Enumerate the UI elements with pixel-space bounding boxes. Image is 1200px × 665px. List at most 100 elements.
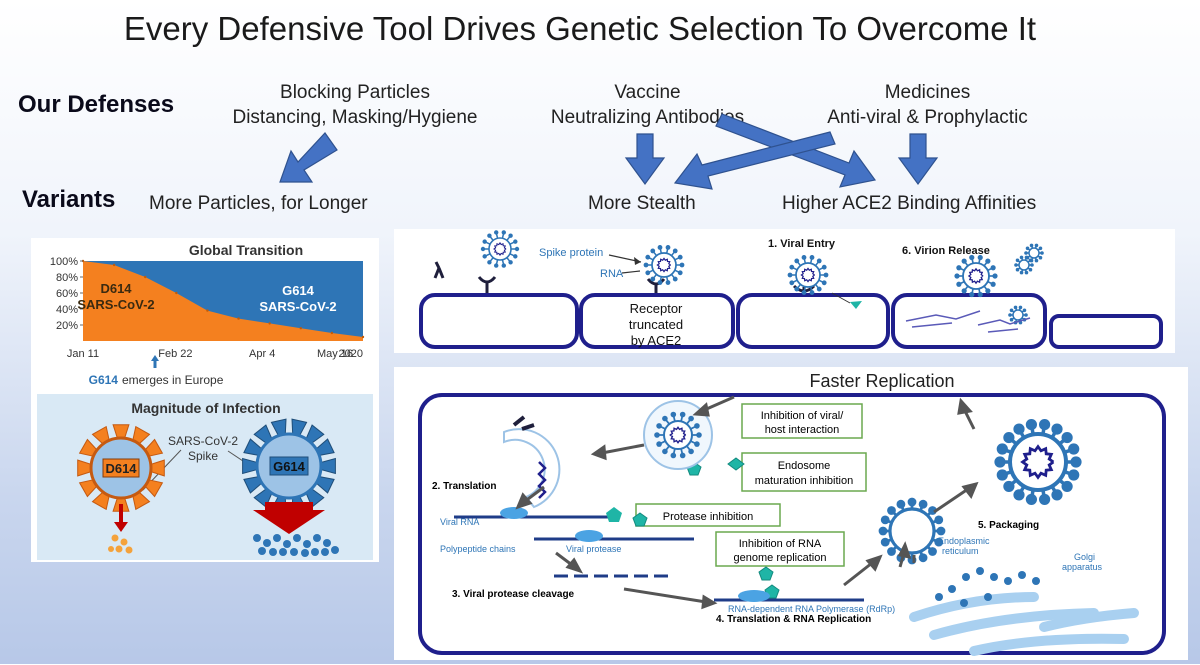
ribosomes [500, 507, 770, 602]
d614-point [299, 327, 302, 330]
g614-big-arrow [253, 502, 325, 534]
process-arrows [515, 395, 979, 610]
box-endosome-line2: maturation inhibition [755, 475, 853, 487]
magnitude-title: Magnitude of Infection [131, 400, 280, 416]
virus-particle [1014, 255, 1034, 275]
box-viral-host-line1: Inhibition of viral/ [761, 410, 844, 422]
replication-heading: Faster Replication [809, 371, 954, 391]
defense-vaccine-title: Vaccine [614, 82, 681, 103]
defense-vaccine: Vaccine Neutralizing Antibodies [520, 80, 775, 130]
entry-fragment [850, 301, 862, 309]
viral-protease-label: Viral protease [566, 544, 621, 554]
variant-more-stealth: More Stealth [588, 193, 696, 214]
rna-pointer [621, 270, 641, 274]
arrow-medicines-to-ace2 [897, 133, 939, 186]
defense-blocking-title: Blocking Particles [280, 82, 430, 103]
rdrp-label: RNA-dependent RNA Polymerase (RdRp) [728, 604, 895, 614]
box-viral-host-line2: host interaction [765, 424, 840, 436]
viral-entry-diagram: Spike protein RNA Receptor truncated by … [419, 230, 1163, 349]
virus-particle [480, 230, 520, 268]
d614-tag [102, 458, 140, 478]
box-rna-line1: Inhibition of RNA [739, 538, 822, 550]
arrow-medicines-to-stealth [673, 131, 836, 190]
virus-particle [643, 245, 685, 285]
inhibition-boxes [635, 403, 867, 567]
d614-spikes [77, 424, 165, 512]
packaging-label: 5. Packaging [978, 520, 1039, 531]
d614-point [144, 275, 147, 279]
x-tick-label: Feb 22 [158, 348, 192, 360]
series-subtitle-d614: SARS-CoV-2 [77, 297, 154, 312]
series-label-g614: G614 [282, 283, 315, 298]
golgi-label-line1: Golgi [1074, 552, 1095, 562]
our-defenses-label: Our Defenses [18, 91, 175, 118]
protease-marker [606, 507, 622, 522]
d614-point [361, 335, 365, 339]
g614-particles [253, 534, 339, 557]
chart-title: Global Transition [189, 242, 303, 258]
replication-panel: Faster Replication Inhibition of viral/ … [394, 367, 1188, 660]
variant-transition-panel: Global Transition 100%80%60%40%20% Jan 1… [31, 238, 379, 562]
variants-label: Variants [22, 186, 116, 213]
page-title: Every Defensive Tool Drives Genetic Sele… [123, 10, 1037, 47]
virus-particle [954, 254, 998, 298]
y-ticks: 100%80%60%40%20% [50, 256, 83, 332]
translation-replication-label: 4. Translation & RNA Replication [716, 614, 871, 625]
defense-medicines-detail: Anti-viral & Prophylactic [827, 107, 1028, 128]
replication-diagram: Faster Replication Inhibition of viral/ … [418, 369, 1166, 656]
box-endosome-line1: Endosome [778, 460, 831, 472]
y-tick-label: 60% [56, 288, 78, 300]
golgi-label-line2: apparatus [1062, 562, 1103, 572]
g614-virus: G614 [242, 418, 339, 557]
variant-higher-ace2: Higher ACE2 Binding Affinities [782, 193, 1037, 214]
x-tick-label: 2020 [339, 348, 363, 360]
receptor-label-3: by ACE2 [631, 333, 682, 348]
rna-label: RNA [600, 268, 624, 280]
virus-particle [654, 411, 702, 459]
series-subtitle-g614: SARS-CoV-2 [259, 299, 336, 314]
y-tick-label: 40% [56, 304, 78, 316]
virus-particle [878, 497, 946, 565]
arrow-blocking-to-particles [279, 132, 338, 183]
variant-more-particles: More Particles, for Longer [149, 193, 368, 214]
er-vesicles [935, 567, 1040, 607]
viral-rna-label: Viral RNA [440, 517, 479, 527]
y-tick-label: 80% [56, 272, 78, 284]
receptor-label-2: truncated [629, 317, 683, 332]
defense-medicines-title: Medicines [884, 82, 971, 103]
virus-particle [1024, 243, 1044, 263]
box-rna-line2: genome replication [734, 552, 827, 564]
x-tick-label: Apr 4 [249, 348, 275, 360]
defense-medicines: Medicines Anti-viral & Prophylactic [800, 80, 1055, 130]
defense-vaccine-detail: Neutralizing Antibodies [550, 107, 745, 128]
receptors [433, 261, 816, 293]
receptor-label-1: Receptor [630, 301, 683, 316]
d614-virus: D614 [77, 424, 165, 554]
d614-particles [108, 534, 133, 554]
replication-viruses [654, 411, 1082, 565]
box-protease: Protease inhibition [663, 511, 754, 523]
virus-particle [787, 255, 829, 295]
polypeptide-label: Polypeptide chains [440, 544, 516, 554]
entry-viruses [480, 230, 1044, 325]
spike-label-line2: Spike [188, 449, 218, 463]
spike-label-line1: SARS-CoV-2 [168, 434, 238, 448]
d614-point [330, 331, 334, 335]
global-transition-chart: Global Transition 100%80%60%40%20% Jan 1… [37, 242, 373, 560]
cleavage-label: 3. Viral protease cleavage [452, 589, 575, 600]
d614-point [175, 291, 178, 295]
emerge-marker [151, 355, 159, 361]
er-label-line2: reticulum [942, 546, 979, 556]
defense-blocking-particles: Blocking Particles Distancing, Masking/H… [200, 80, 510, 130]
release-details [905, 310, 1031, 333]
y-tick-label: 20% [56, 320, 78, 332]
rna-strands [454, 515, 864, 602]
heading-background [788, 369, 978, 393]
defense-blocking-detail: Distancing, Masking/Hygiene [232, 107, 478, 128]
x-tick-label: Jan 11 [67, 348, 99, 360]
x-tick-label: May 16 [317, 348, 353, 360]
emerge-marker-stem [153, 360, 157, 368]
emerge-variant: G614 [89, 373, 119, 387]
